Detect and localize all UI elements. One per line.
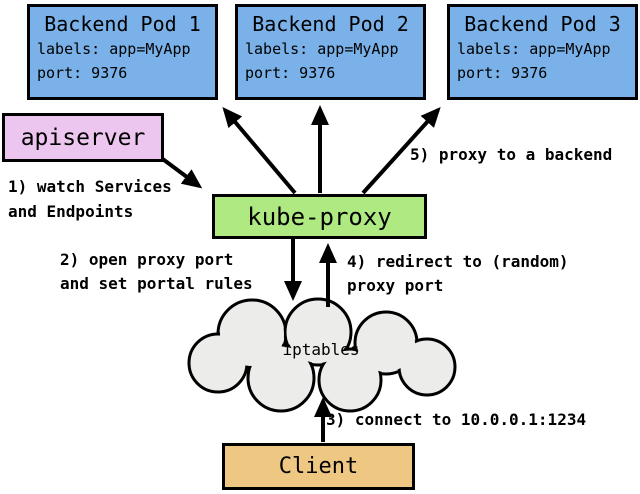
- pod-title: Backend Pod 3: [464, 12, 621, 36]
- client-label: Client: [278, 454, 359, 479]
- pod-port: port: 9376: [37, 64, 128, 82]
- client-box: Client: [222, 443, 415, 490]
- arrow-apiserver-to-kubeproxy: [158, 155, 203, 189]
- step1-line1: 1) watch Services: [8, 177, 172, 196]
- pod-title: Backend Pod 2: [252, 12, 409, 36]
- backend-pod-3-box: Backend Pod 3 labels: app=MyApp port: 93…: [447, 4, 638, 100]
- step2-line2: and set portal rules: [60, 274, 253, 293]
- step2-annotation: 2) open proxy port and set portal rules: [60, 248, 253, 296]
- kube-proxy-box: kube-proxy: [212, 194, 427, 239]
- pod-labels: labels: app=MyApp: [245, 40, 399, 58]
- step2-line1: 2) open proxy port: [60, 250, 234, 269]
- step5-line1: 5) proxy to a backend: [410, 145, 613, 164]
- step4-line2: proxy port: [347, 276, 444, 295]
- pod-port: port: 9376: [457, 64, 548, 82]
- arrow-kubeproxy-to-pod1: [222, 106, 297, 195]
- iptables-label: iptables: [282, 340, 360, 359]
- pod-title: Backend Pod 1: [44, 12, 201, 36]
- step3-annotation: 3) connect to 10.0.0.1:1234: [326, 408, 586, 432]
- step4-annotation: 4) redirect to (random) proxy port: [347, 250, 569, 298]
- arrow-kubeproxy-to-pod3: [361, 107, 441, 195]
- pod-labels: labels: app=MyApp: [37, 40, 191, 58]
- step1-line2: and Endpoints: [8, 202, 134, 221]
- apiserver-label: apiserver: [20, 124, 146, 151]
- step3-line1: 3) connect to 10.0.0.1:1234: [326, 410, 587, 429]
- apiserver-box: apiserver: [2, 113, 164, 162]
- iptables-cloud: [187, 297, 457, 413]
- kube-proxy-label: kube-proxy: [247, 202, 392, 231]
- pod-port: port: 9376: [245, 64, 336, 82]
- pod-labels: labels: app=MyApp: [457, 40, 611, 58]
- step4-line1: 4) redirect to (random): [347, 252, 569, 271]
- backend-pod-1-box: Backend Pod 1 labels: app=MyApp port: 93…: [27, 4, 218, 100]
- step1-annotation: 1) watch Services and Endpoints: [8, 174, 172, 224]
- backend-pod-2-box: Backend Pod 2 labels: app=MyApp port: 93…: [235, 4, 426, 100]
- step5-annotation: 5) proxy to a backend: [410, 143, 612, 167]
